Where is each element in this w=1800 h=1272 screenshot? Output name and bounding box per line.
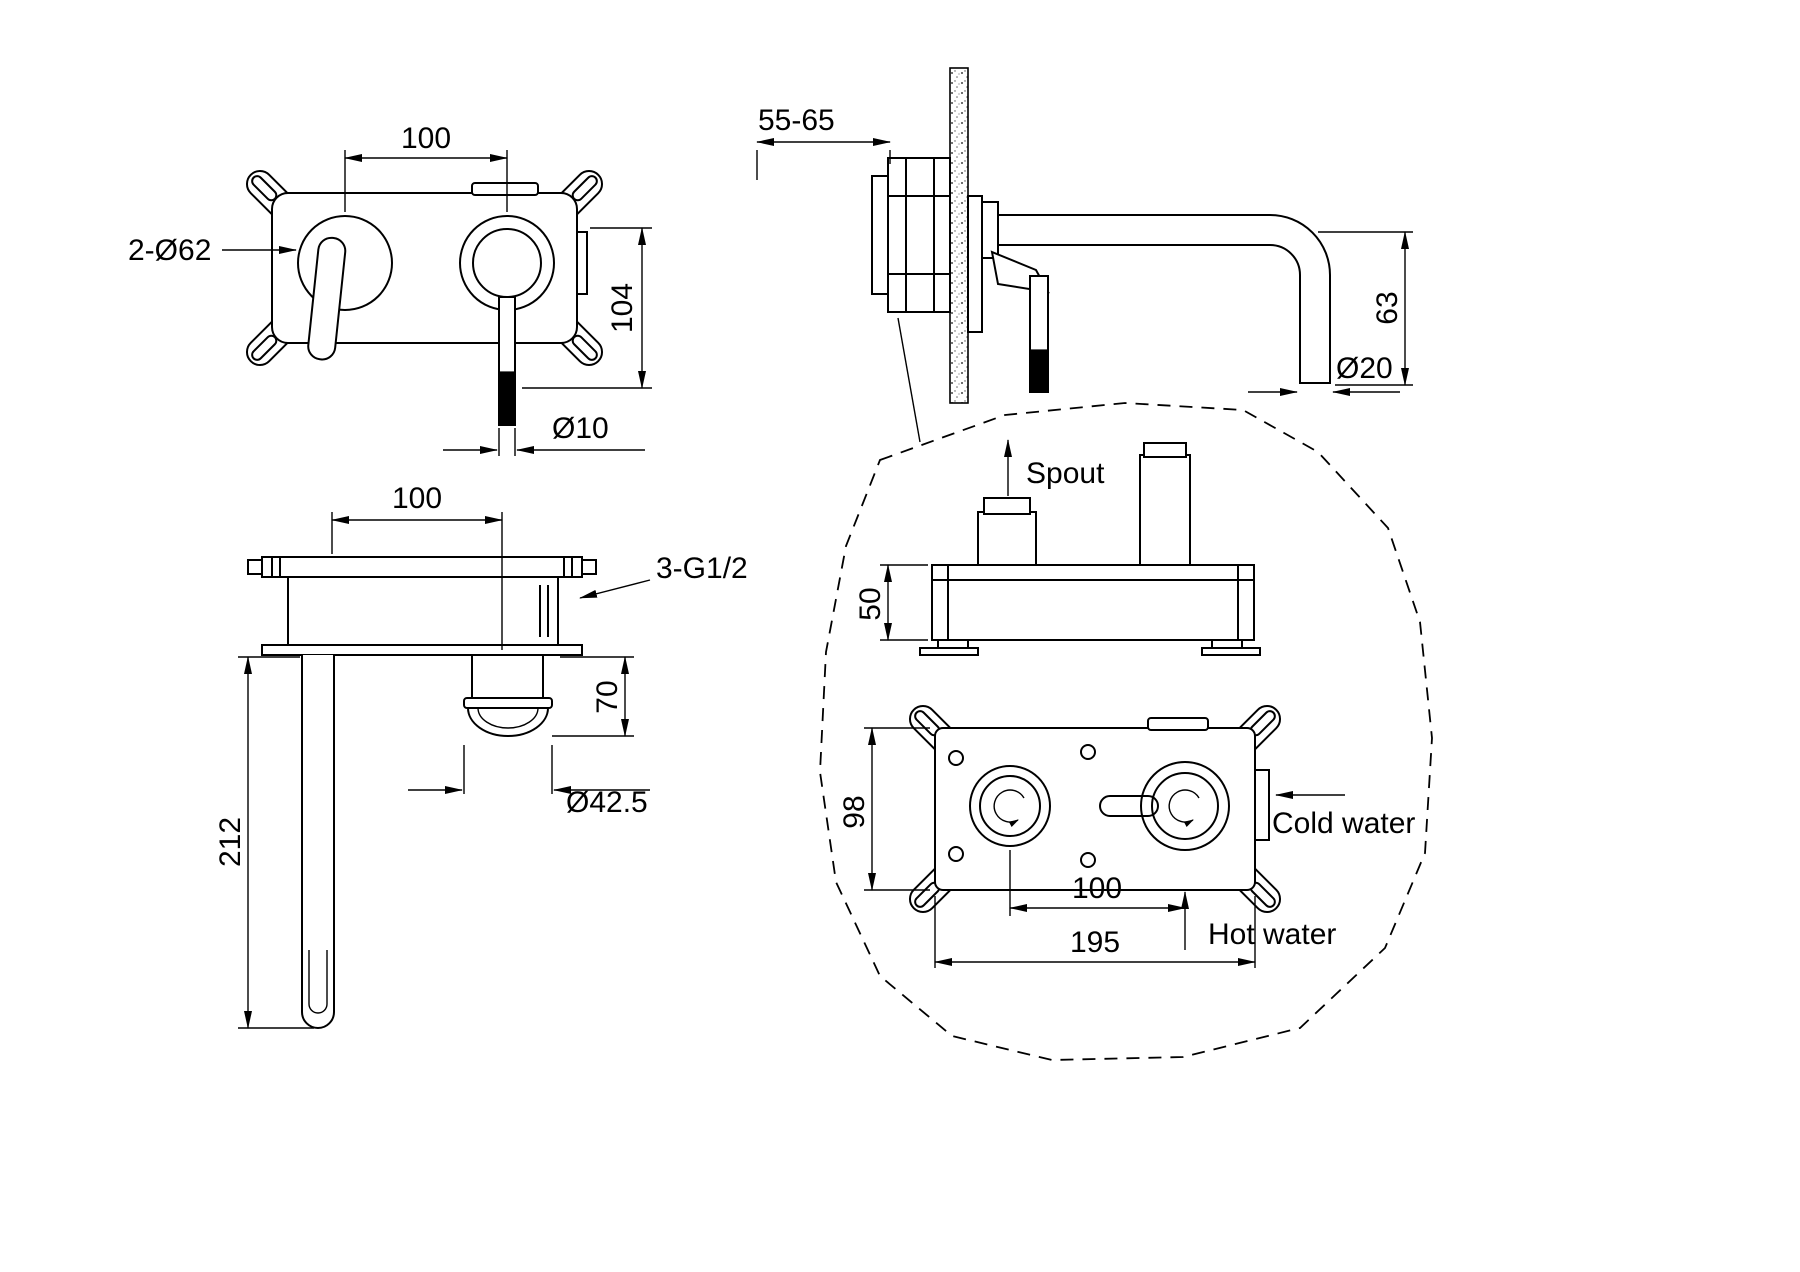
- rough-in-body-side: [931, 564, 1255, 641]
- dim-front-center-distance: 100: [344, 122, 508, 212]
- dim-front-height: 104: [522, 227, 652, 389]
- dim-box-height: 98: [838, 727, 930, 891]
- dim-roughin-center-distance: 100: [1009, 850, 1186, 916]
- dim-tube-diameter: Ø20: [1248, 352, 1400, 396]
- handle-lever: [307, 236, 347, 361]
- dim-wall-depth: 55-65: [756, 104, 891, 180]
- dim-label-front-holes: 2-Ø62: [128, 234, 211, 267]
- right-knob: [1140, 761, 1230, 851]
- side-view: 55-65 63 Ø20: [756, 67, 1413, 443]
- side-view-faucet: [967, 195, 1331, 393]
- top-view: 100 3-G1/2 212 70 Ø42.5: [214, 482, 748, 1029]
- plate-side-port: [576, 231, 588, 295]
- dim-label-box-height: 98: [838, 795, 871, 828]
- dim-spout-length: 212: [214, 656, 314, 1029]
- spout-direction: Spout: [1004, 439, 1105, 496]
- dim-thread: 3-G1/2: [579, 552, 748, 599]
- dim-front-spout-diameter: Ø10: [443, 412, 645, 456]
- dashed-boundary: [819, 402, 1433, 1061]
- dim-label-front-center-distance: 100: [401, 122, 451, 155]
- dim-label-spout-drop: 63: [1371, 291, 1404, 324]
- screw-hole: [948, 846, 964, 862]
- trim-plate-side: [967, 195, 983, 333]
- plate-top-tab: [471, 182, 539, 196]
- rough-in-side-view: [919, 442, 1261, 656]
- top-view-spout: [301, 655, 335, 1029]
- label-thread: 3-G1/2: [656, 552, 748, 585]
- spout-side: [997, 214, 1331, 384]
- top-view-valve: [463, 655, 553, 737]
- screw-hole: [1080, 744, 1096, 760]
- dim-label-box-width: 195: [1070, 926, 1120, 959]
- box-top-tab: [1147, 717, 1209, 731]
- dim-top-center-distance: 100: [331, 482, 503, 650]
- label-hot-water: Hot water: [1208, 918, 1336, 951]
- hot-water-callout: Hot water: [1181, 891, 1336, 951]
- spout-tube-long: [301, 655, 335, 1029]
- dim-label-top-center-distance: 100: [392, 482, 442, 515]
- front-view-plate: [245, 169, 604, 426]
- spout-tip-black: [498, 371, 516, 426]
- valve-port-stub: [1139, 454, 1191, 566]
- dim-box-width: 195: [934, 896, 1256, 968]
- side-view-valve-body: [871, 157, 951, 313]
- label-cold-water: Cold water: [1272, 807, 1415, 840]
- dim-label-spout-length: 212: [214, 817, 247, 867]
- dim-label-valve-height: 70: [591, 680, 624, 713]
- dim-label-front-spout-diameter: Ø10: [552, 412, 609, 445]
- screw-hole: [1080, 852, 1096, 868]
- left-knob-rotation-arrow: [993, 789, 1025, 828]
- dim-valve-height: 70: [552, 656, 634, 737]
- handle-tip-black: [1029, 349, 1049, 393]
- left-knob: [969, 765, 1051, 847]
- dim-body-depth: 50: [854, 564, 928, 641]
- dim-label-tube-diameter: Ø20: [1336, 352, 1393, 385]
- right-knob-rotation-arrow: [1168, 789, 1200, 828]
- screw-hole: [948, 750, 964, 766]
- top-view-body: [247, 556, 597, 656]
- valve-dome: [467, 707, 549, 737]
- cold-water-callout: Cold water: [1272, 791, 1415, 840]
- dim-label-roughin-center-distance: 100: [1072, 872, 1122, 905]
- dim-label-valve-diameter: Ø42.5: [566, 786, 648, 819]
- leader-to-detail: [897, 317, 921, 443]
- dim-label-front-height: 104: [606, 283, 639, 333]
- dim-front-holes: 2-Ø62: [128, 234, 297, 267]
- rough-in-front-view: [908, 704, 1282, 914]
- dim-valve-diameter: Ø42.5: [408, 745, 650, 819]
- wall-section: [949, 67, 969, 404]
- label-window: [1099, 795, 1159, 817]
- dim-label-body-depth: 50: [854, 587, 887, 620]
- spout-collar: [981, 201, 999, 259]
- rough-in-detail: Spout 50: [819, 402, 1433, 1061]
- label-spout: Spout: [1026, 457, 1105, 490]
- front-view: 100 2-Ø62 104 Ø10: [128, 122, 652, 456]
- spout-port-stub: [977, 511, 1037, 566]
- cold-water-port: [1254, 769, 1270, 841]
- spout-escutcheon-inner: [472, 228, 542, 298]
- dim-spout-drop: 63: [1318, 231, 1413, 386]
- dim-label-wall-depth: 55-65: [758, 104, 835, 137]
